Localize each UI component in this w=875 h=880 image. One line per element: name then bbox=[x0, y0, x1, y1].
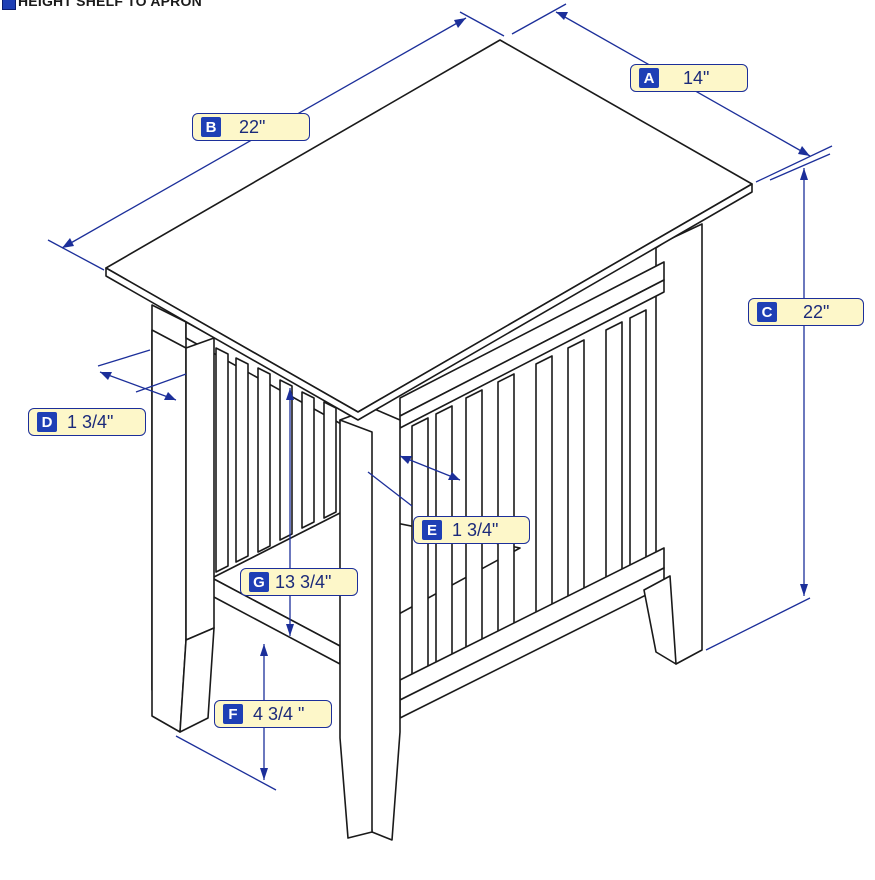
callout-f: F 4 3/4 " bbox=[214, 700, 332, 728]
callout-e: E 1 3/4" bbox=[413, 516, 530, 544]
value-d: 1 3/4" bbox=[67, 411, 114, 432]
badge-e: E bbox=[422, 520, 442, 540]
value-g: 13 3/4" bbox=[275, 571, 332, 592]
tabletop-edge bbox=[105, 183, 753, 421]
front-left-leg bbox=[151, 329, 187, 733]
value-b: 22" bbox=[239, 116, 266, 137]
left-side-slats bbox=[215, 347, 337, 573]
badge-d: D bbox=[37, 412, 57, 432]
value-e: 1 3/4" bbox=[452, 519, 499, 540]
badge-b: B bbox=[201, 117, 221, 137]
value-c: 22" bbox=[803, 301, 830, 322]
value-a: 14" bbox=[683, 67, 710, 88]
badge-c: C bbox=[757, 302, 777, 322]
header-marker bbox=[2, 0, 16, 10]
front-right-leg bbox=[643, 575, 677, 665]
callout-c: C 22" bbox=[748, 298, 864, 326]
callout-a: A 14" bbox=[630, 64, 748, 92]
value-f: 4 3/4 " bbox=[253, 703, 305, 724]
callout-b: B 22" bbox=[192, 113, 310, 141]
badge-a: A bbox=[639, 68, 659, 88]
callout-d: D 1 3/4" bbox=[28, 408, 146, 436]
header-title: HEIGHT SHELF TO APRON bbox=[18, 0, 202, 9]
badge-g: G bbox=[249, 572, 269, 592]
dim-line-d bbox=[99, 371, 177, 401]
badge-f: F bbox=[223, 704, 243, 724]
front-slats bbox=[411, 309, 647, 685]
callout-g: G 13 3/4" bbox=[240, 568, 358, 596]
